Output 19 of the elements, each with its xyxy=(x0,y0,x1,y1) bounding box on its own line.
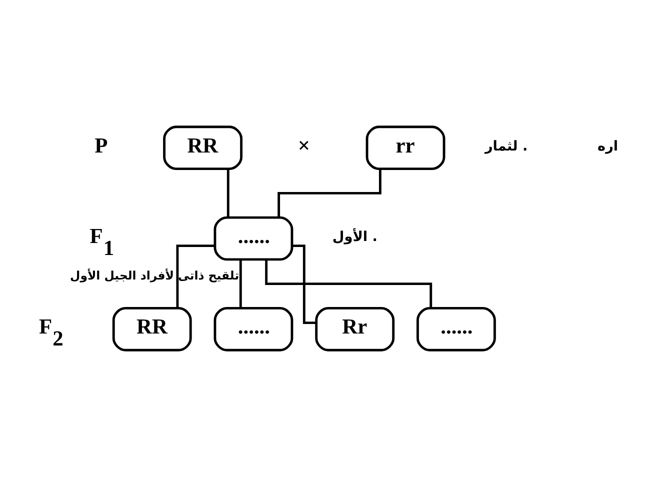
node-box: ...... xyxy=(214,216,294,261)
node-box: RR xyxy=(112,306,192,352)
node-box: RR xyxy=(163,126,242,170)
label: اره xyxy=(598,138,618,154)
label: لثمار . xyxy=(484,138,528,154)
connector xyxy=(239,260,242,308)
connector xyxy=(226,168,230,218)
label: × xyxy=(298,133,310,158)
connector xyxy=(265,260,432,308)
node-box: Rr xyxy=(315,306,395,352)
node-box: ...... xyxy=(416,306,496,352)
edge-label: تلقيح ذاتى لأفراد الجيل الأول xyxy=(70,268,240,282)
node-box: rr xyxy=(366,126,446,170)
connector xyxy=(278,168,382,218)
label: الأول . xyxy=(332,229,378,246)
label: P xyxy=(94,133,108,158)
connector xyxy=(292,244,316,324)
node-box: ...... xyxy=(214,306,294,352)
connector xyxy=(176,244,215,308)
